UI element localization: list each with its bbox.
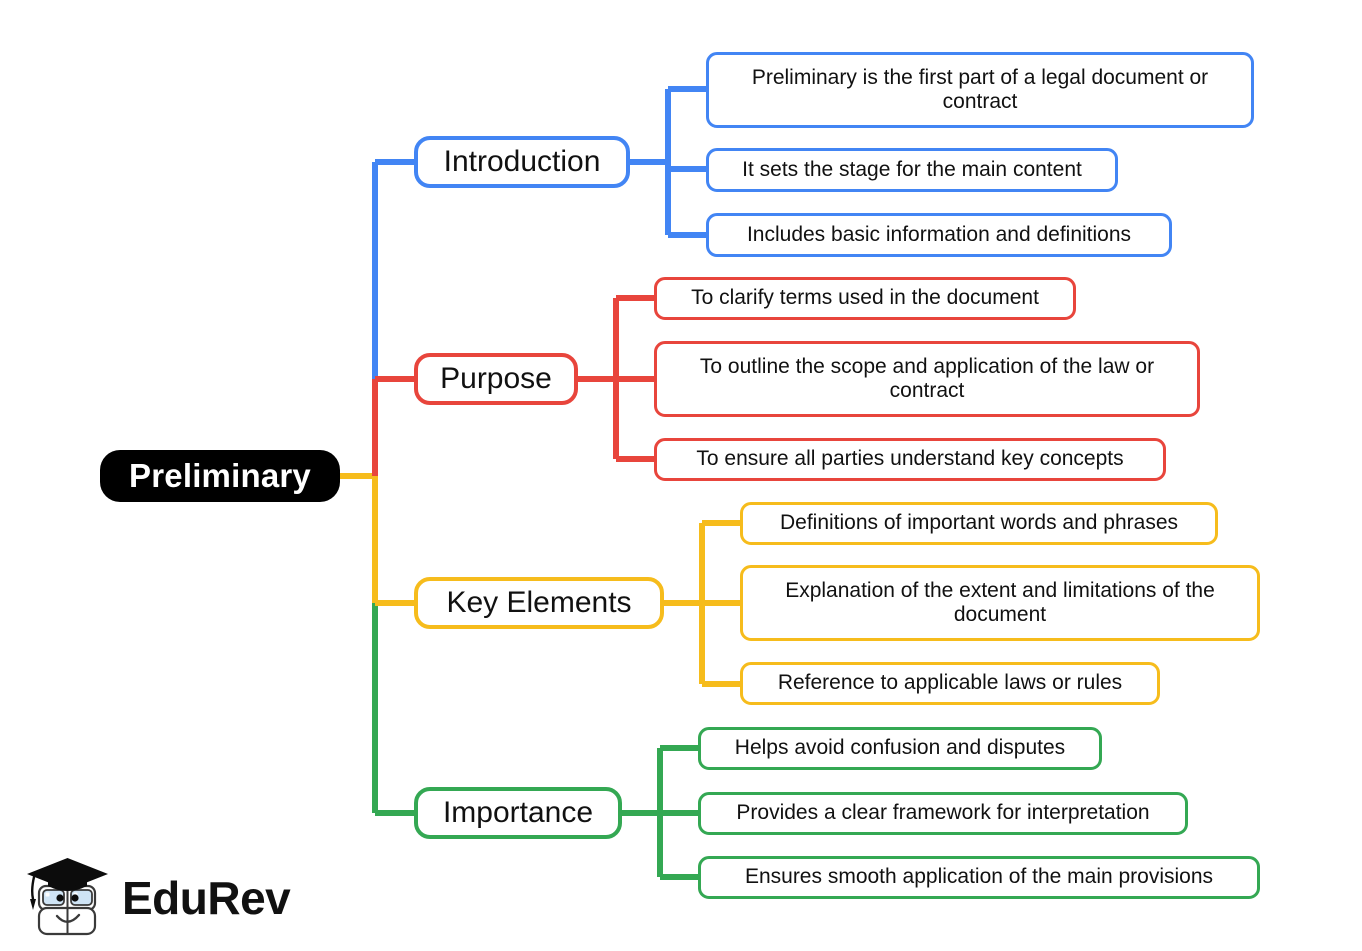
leaf-node-introduction-1[interactable]: Preliminary is the first part of a legal… (706, 52, 1254, 128)
leaf-node-key-elements-3[interactable]: Reference to applicable laws or rules (740, 662, 1160, 705)
leaf-node-importance-3[interactable]: Ensures smooth application of the main p… (698, 856, 1260, 899)
branch-node-purpose[interactable]: Purpose (414, 353, 578, 405)
leaf-node-label: Helps avoid confusion and disputes (734, 736, 1066, 760)
leaf-node-label: Explanation of the extent and limitation… (785, 578, 1215, 626)
leaf-node-introduction-2[interactable]: It sets the stage for the main content (706, 148, 1118, 192)
leaf-node-importance-2[interactable]: Provides a clear framework for interpret… (698, 792, 1188, 835)
leaf-node-key-elements-1[interactable]: Definitions of important words and phras… (740, 502, 1218, 545)
leaf-node-label: To ensure all parties understand key con… (696, 447, 1124, 471)
leaf-node-importance-1[interactable]: Helps avoid confusion and disputes (698, 727, 1102, 770)
leaf-node-purpose-1[interactable]: To clarify terms used in the document (654, 277, 1076, 320)
branch-node-label: Introduction (443, 144, 601, 178)
leaf-node-label: Reference to applicable laws or rules (777, 671, 1123, 695)
leaf-node-label: To outline the scope and application of … (699, 354, 1155, 402)
branch-node-key-elements[interactable]: Key Elements (414, 577, 664, 629)
branch-node-label: Importance (442, 795, 594, 829)
graduation-cap-book-mascot-icon (22, 852, 114, 944)
leaf-node-introduction-3[interactable]: Includes basic information and definitio… (706, 213, 1172, 257)
leaf-node-label: Definitions of important words and phras… (779, 511, 1179, 535)
edurev-wordmark: EduRev (122, 872, 291, 924)
root-node-preliminary[interactable]: Preliminary (100, 450, 340, 502)
leaf-node-label: Provides a clear framework for interpret… (736, 801, 1150, 825)
leaf-node-label: To clarify terms used in the document (691, 286, 1039, 310)
leaf-node-label: Ensures smooth application of the main p… (744, 865, 1214, 889)
leaf-node-label: Preliminary is the first part of a legal… (751, 65, 1209, 113)
branch-node-label: Key Elements (446, 585, 632, 619)
branch-node-importance[interactable]: Importance (414, 787, 622, 839)
leaf-node-purpose-2[interactable]: To outline the scope and application of … (654, 341, 1200, 417)
branch-node-introduction[interactable]: Introduction (414, 136, 630, 188)
leaf-node-label: It sets the stage for the main content (742, 157, 1082, 181)
root-node-label: Preliminary (129, 456, 311, 494)
edurev-logo: EduRev (22, 852, 291, 944)
leaf-node-purpose-3[interactable]: To ensure all parties understand key con… (654, 438, 1166, 481)
leaf-node-label: Includes basic information and definitio… (746, 222, 1132, 246)
leaf-node-key-elements-2[interactable]: Explanation of the extent and limitation… (740, 565, 1260, 641)
branch-node-label: Purpose (440, 361, 552, 395)
